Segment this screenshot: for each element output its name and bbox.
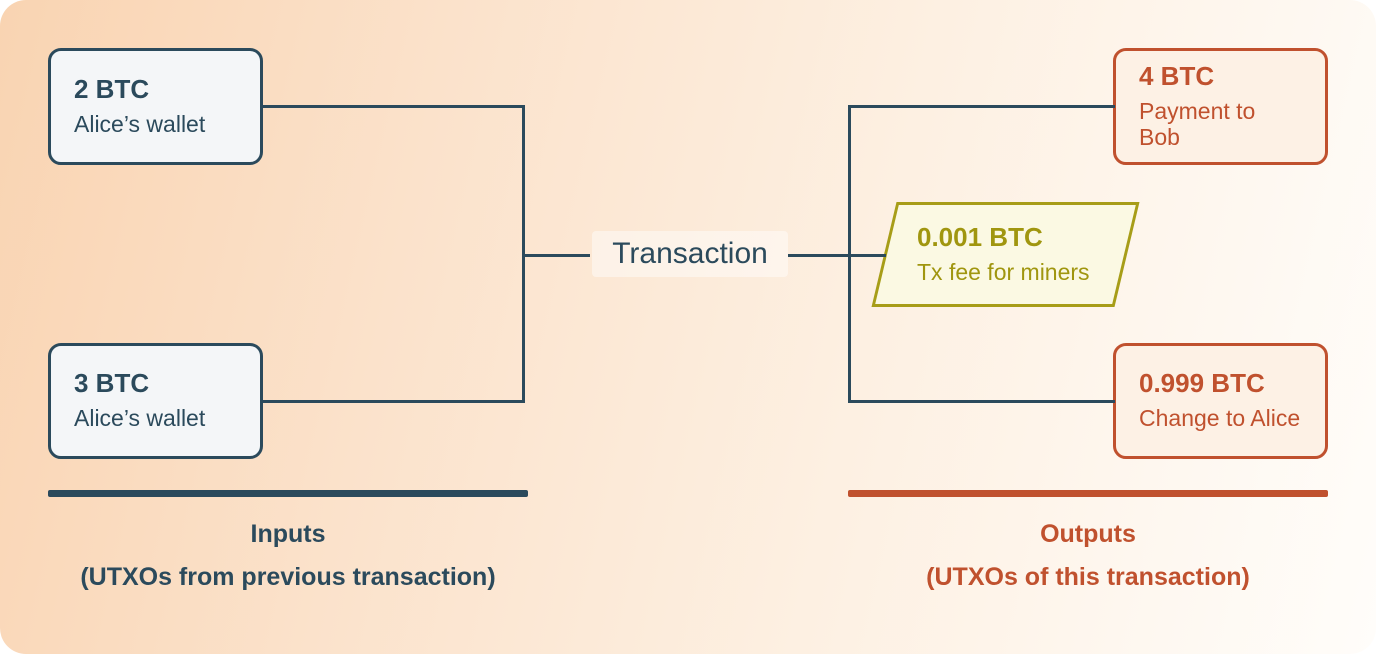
outputs-title: Outputs [1040,520,1136,548]
fee-label: Tx fee for miners [917,258,1090,285]
output-bob-amount: 4 BTC [1139,61,1215,92]
fee-content: 0.001 BTC Tx fee for miners [887,205,1124,304]
connector-inputs-to-transaction [522,254,590,257]
connector-input1-horizontal [261,105,525,108]
input-utxo-1-amount: 2 BTC [74,73,150,104]
input-utxo-2-amount: 3 BTC [74,368,150,399]
connector-input2-horizontal [261,400,525,403]
input-utxo-1-label: Alice’s wallet [74,110,206,137]
output-change-amount: 0.999 BTC [1139,368,1265,399]
fee-parallelogram: 0.001 BTC Tx fee for miners [871,202,1140,307]
output-utxo-node-change: 0.999 BTC Change to Alice [1113,343,1328,459]
connector-outputs-vertical [848,105,851,403]
connector-transaction-to-outputs [788,254,886,257]
inputs-subtitle: (UTXOs from previous transaction) [80,563,496,591]
fee-amount: 0.001 BTC [917,221,1043,252]
input-utxo-2-label: Alice’s wallet [74,405,206,432]
transaction-label: Transaction [592,231,788,277]
input-utxo-node-1: 2 BTC Alice’s wallet [48,48,263,165]
connector-output2-horizontal [848,400,1115,403]
output-bob-label: Payment to Bob [1139,98,1256,150]
outputs-subtitle: (UTXOs of this transaction) [926,563,1250,591]
inputs-title: Inputs [250,520,326,548]
input-utxo-node-2: 3 BTC Alice’s wallet [48,343,263,459]
outputs-legend-bar [848,490,1328,497]
output-utxo-node-bob: 4 BTC Payment to Bob [1113,48,1328,165]
inputs-legend-bar [48,490,528,497]
connector-output1-horizontal [848,105,1115,108]
output-change-label: Change to Alice [1139,405,1301,432]
